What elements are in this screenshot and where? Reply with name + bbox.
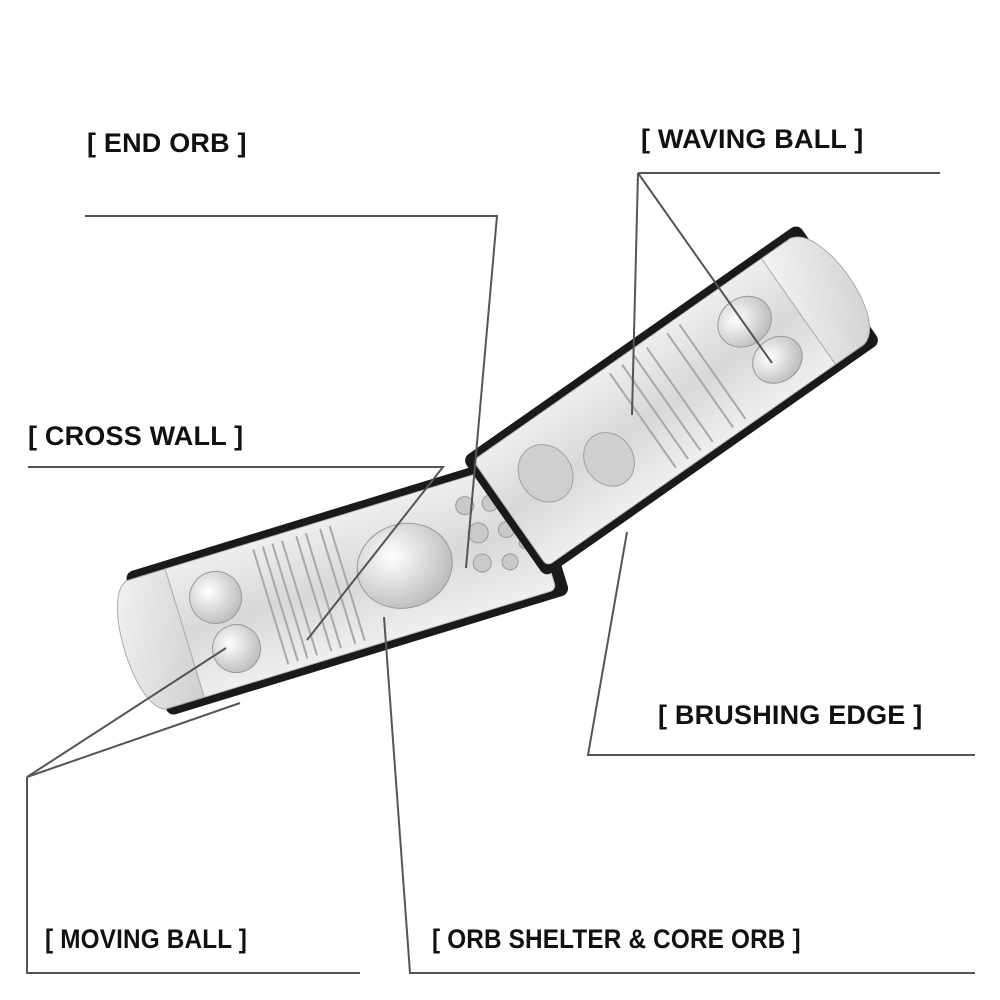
- leader-lines: [26, 172, 975, 974]
- waving-ball-shapes: [717, 295, 803, 384]
- label-brushing-edge: [ BRUSHING EDGE ]: [658, 700, 923, 730]
- leader-end-orb: [85, 215, 499, 569]
- label-moving-ball: [ MOVING BALL ]: [45, 924, 248, 954]
- label-orb-shelter-core-orb: [ ORB SHELTER & CORE ORB ]: [432, 924, 801, 954]
- leader-moving-ball: [26, 777, 360, 974]
- leader-brushing-edge: [586, 531, 975, 756]
- cross-wall-ribs: [252, 525, 366, 665]
- label-cross-wall: [ CROSS WALL ]: [28, 421, 244, 451]
- leader-orb-shelter: [383, 616, 975, 974]
- brushing-edge-shapes: [517, 432, 635, 503]
- label-end-orb: [ END ORB ]: [87, 128, 247, 158]
- left-chamber: [117, 452, 569, 715]
- moving-ball-shape: [189, 570, 243, 624]
- leader-cross-wall: [28, 466, 446, 641]
- label-waving-ball: [ WAVING BALL ]: [641, 124, 864, 154]
- right-chamber: [465, 226, 878, 575]
